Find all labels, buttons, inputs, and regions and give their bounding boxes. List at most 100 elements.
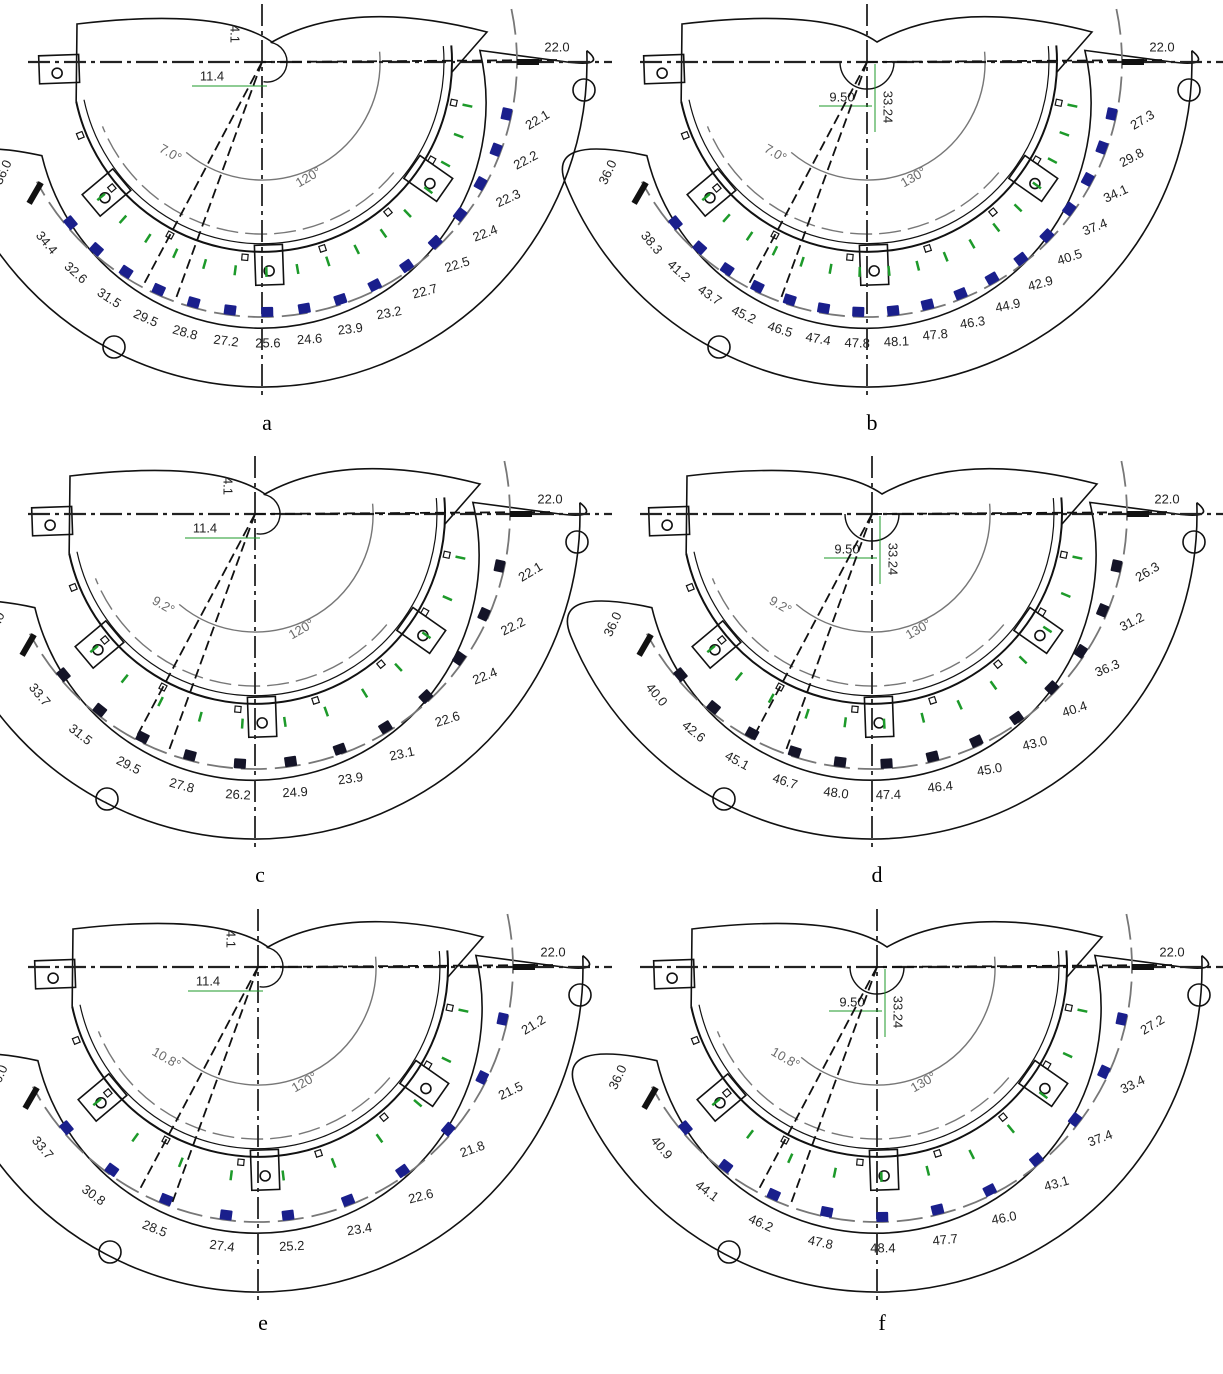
end-gap-label: 36.0 <box>605 1063 629 1092</box>
contact-tick <box>423 186 434 195</box>
contact-tick <box>421 631 432 640</box>
bracket-bolt-icon <box>259 1170 271 1182</box>
bracket-bolt-icon <box>1029 177 1041 190</box>
arch-clip <box>102 1087 113 1099</box>
contact-tick <box>767 693 775 704</box>
gap-value-label: 31.2 <box>1117 609 1146 634</box>
inclination-angle-label: 10.8° <box>150 1044 184 1072</box>
gap-value-label: 47.8 <box>844 335 870 351</box>
contact-tick <box>295 263 300 275</box>
contact-tick <box>722 213 731 223</box>
gap-value-label: 42.6 <box>679 717 708 745</box>
contact-tick <box>1038 1091 1049 1100</box>
panel-caption: f <box>878 1310 886 1335</box>
gap-value-label: 47.7 <box>932 1231 959 1248</box>
measurement-marker <box>399 258 414 274</box>
bracket-bolt-icon <box>873 717 885 729</box>
panel-caption: c <box>255 862 265 887</box>
arch-clip <box>997 1112 1009 1123</box>
offset-label-x: 11.4 <box>196 973 220 988</box>
contact-tick <box>787 1153 794 1164</box>
inclination-angle-label: 10.8° <box>769 1044 803 1072</box>
reference-arc-inner <box>94 578 388 687</box>
measurement-marker <box>297 302 311 315</box>
pull-line <box>756 966 878 1193</box>
offset-label-x: 9.50 <box>834 541 859 556</box>
measurement-marker <box>500 107 513 121</box>
steel-arch-outer <box>680 45 1058 253</box>
measurement-marker <box>395 1163 410 1179</box>
gap-value-label: 22.2 <box>498 614 527 639</box>
panel-caption: d <box>872 862 883 887</box>
bolt-hole-icon <box>1187 983 1211 1007</box>
panel-caption: b <box>867 410 878 435</box>
contact-tick <box>1018 655 1028 665</box>
gap-value-label: 40.0 <box>643 680 671 709</box>
contact-tick <box>453 132 464 139</box>
measurement-marker <box>233 758 247 769</box>
measurement-marker <box>92 702 108 718</box>
support-bracket <box>37 53 81 85</box>
contact-tick <box>375 1133 384 1144</box>
contact-tick <box>925 1165 931 1176</box>
gap-value-label: 40.4 <box>1060 698 1089 720</box>
bracket-bolt-icon <box>1039 1082 1051 1095</box>
gap-value-label: 23.2 <box>375 303 403 322</box>
gap-value-label: 22.4 <box>471 222 500 245</box>
bolt-hole-icon <box>712 787 736 811</box>
start-gap-label: 22.0 <box>1149 39 1174 54</box>
contact-tick <box>828 263 833 274</box>
support-bracket <box>868 1148 900 1192</box>
pull-line <box>751 513 873 740</box>
gap-value-label: 45.1 <box>723 748 752 773</box>
gap-value-label: 40.9 <box>648 1133 676 1162</box>
steel-arch-outer <box>75 45 453 253</box>
gap-value-label: 27.3 <box>1128 107 1157 133</box>
arch-clip <box>716 634 727 646</box>
measurement-marker <box>89 242 104 257</box>
measurement-marker <box>930 1203 945 1216</box>
contact-tick <box>701 192 711 202</box>
measurement-marker <box>969 734 984 748</box>
clamp-end-tab <box>631 181 649 205</box>
contact-tick <box>1072 555 1083 560</box>
gap-value-label: 47.8 <box>807 1232 835 1252</box>
arch-clip <box>75 130 85 141</box>
bolt-hole-icon <box>98 1240 122 1264</box>
reference-arc-outer <box>36 8 518 318</box>
sector-angle-arc <box>790 51 986 181</box>
sector-angle-arc <box>800 956 996 1086</box>
measurement-marker <box>1073 644 1088 659</box>
measurement-marker <box>473 176 488 191</box>
gap-value-label: 27.2 <box>213 332 240 350</box>
pull-line <box>261 59 563 63</box>
steel-arch-inner <box>79 951 441 1150</box>
measurement-marker <box>418 689 434 704</box>
arch-clip <box>375 659 387 670</box>
pull-line <box>173 61 263 302</box>
contact-tick <box>353 244 361 255</box>
measurement-marker <box>475 1070 490 1085</box>
measurement-marker <box>378 720 393 735</box>
gap-value-label: 44.9 <box>994 295 1022 315</box>
gap-value-label: 32.6 <box>62 259 91 287</box>
measurement-marker <box>1009 710 1024 726</box>
contact-tick <box>323 706 330 717</box>
pull-line <box>257 964 559 968</box>
support-bracket <box>652 958 696 990</box>
gap-value-label: 22.7 <box>411 281 439 302</box>
contact-tick <box>920 712 926 723</box>
pull-line <box>783 513 873 754</box>
gap-value-label: 45.2 <box>729 302 758 327</box>
gap-value-label: 45.0 <box>976 760 1004 779</box>
offset-label-y: 4.1 <box>221 477 236 495</box>
gap-value-label: 22.4 <box>470 664 499 687</box>
reference-arc-inner <box>706 126 1000 235</box>
gap-value-label: 37.4 <box>1086 1127 1115 1150</box>
contact-tick <box>330 1157 337 1169</box>
measurement-marker <box>1062 201 1077 217</box>
clamp-plate-outline <box>0 501 588 840</box>
bolt-hole-icon <box>572 78 596 102</box>
